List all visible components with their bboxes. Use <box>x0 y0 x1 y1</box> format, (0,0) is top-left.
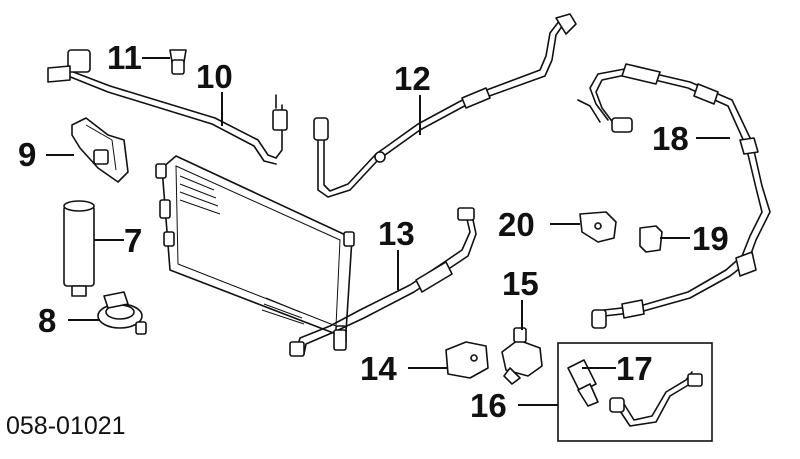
callout-9: 9 <box>18 136 36 173</box>
callout-14: 14 <box>360 350 397 387</box>
hose-part-18 <box>577 63 771 329</box>
callout-7: 7 <box>124 222 142 259</box>
kit-part-16 <box>557 342 713 442</box>
reference-code: 058-01021 <box>6 412 126 440</box>
oring-fitting-part-17 <box>567 359 599 407</box>
callout-19: 19 <box>692 220 729 257</box>
condenser <box>155 155 355 345</box>
callout-11: 11 <box>107 39 142 76</box>
callout-13: 13 <box>378 215 415 252</box>
callout-18: 18 <box>652 120 689 157</box>
callout-15: 15 <box>502 265 539 302</box>
discharge-pipe-part-12 <box>313 13 577 198</box>
leader-lines <box>46 57 730 406</box>
bracket-part-9 <box>71 117 129 183</box>
clip-part-11 <box>169 49 187 75</box>
hose-part-13 <box>289 207 477 357</box>
bracket-part-19 <box>639 225 663 253</box>
callout-8: 8 <box>38 302 56 339</box>
callout-12: 12 <box>394 60 431 97</box>
suction-pipe-part-10 <box>47 49 288 165</box>
callout-20: 20 <box>498 206 535 243</box>
callout-17: 17 <box>616 350 653 387</box>
callout-16: 16 <box>470 387 507 424</box>
bracket-part-20 <box>579 211 617 243</box>
receiver-dryer-part-7 <box>63 200 95 297</box>
sensor-part-15 <box>501 327 543 385</box>
clamp-part-8 <box>97 291 147 335</box>
bracket-part-14 <box>445 341 489 379</box>
callout-10: 10 <box>196 58 233 95</box>
